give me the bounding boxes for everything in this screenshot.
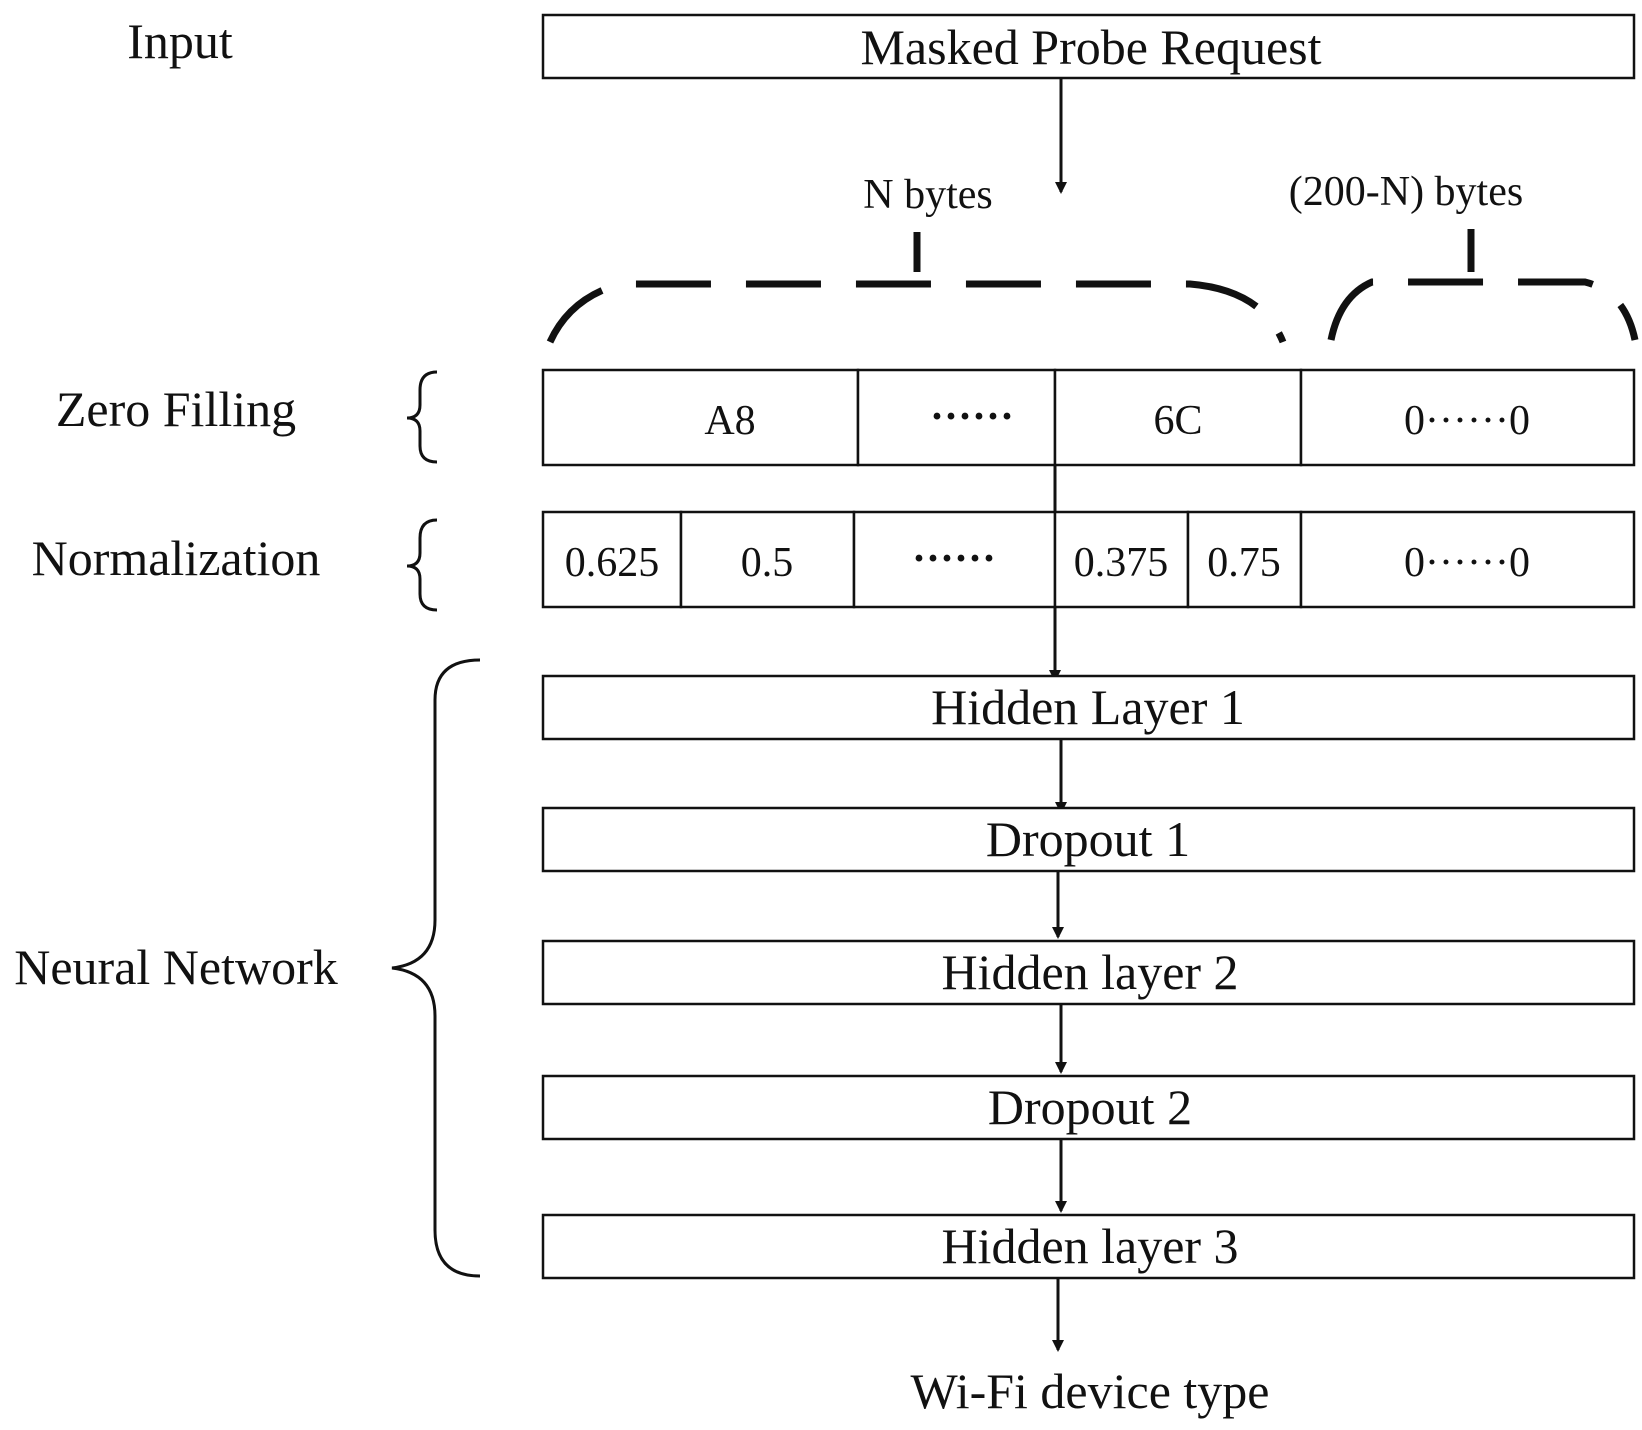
hidden-layer-1-box: [541, 674, 1636, 741]
n-bytes-label: N bytes: [863, 172, 993, 218]
zero-filling-brace: [406, 370, 438, 464]
zero-filling-cell: [856, 368, 1057, 467]
zero-filling-value: 0······0: [1404, 398, 1530, 444]
zero-filling-label: Zero Filling: [56, 381, 296, 437]
normalization-value: ······: [912, 536, 996, 582]
normalization-cell: [679, 510, 856, 609]
hidden-layer-2-box: [541, 939, 1636, 1006]
zero-filling-row: A8 ······ 6C 0······0: [541, 368, 1636, 467]
zero-filling-cell: [1299, 368, 1636, 467]
zero-filling-cell: [541, 368, 860, 467]
normalization-value: 0.75: [1207, 540, 1281, 586]
zero-filling-cell: [1053, 368, 1303, 467]
normalization-brace: [406, 518, 438, 612]
n-bytes-bracket: [546, 280, 1287, 344]
normalization-cell: [1186, 510, 1303, 609]
normalization-row: 0.625 0.5 ······ 0.375 0.75 0······0: [541, 510, 1636, 609]
normalization-cell: [1299, 510, 1636, 609]
masked-probe-request-box: [541, 13, 1636, 80]
pad-bytes-bracket: [1327, 278, 1639, 341]
output-label: Wi-Fi device type: [911, 1363, 1270, 1419]
normalization-label: Normalization: [32, 530, 321, 586]
hidden-layer-2-label: Hidden layer 2: [941, 944, 1238, 1000]
normalization-value: 0······0: [1404, 540, 1530, 586]
dropout-2-box: [541, 1074, 1636, 1141]
dropout-1-label: Dropout 1: [986, 811, 1190, 867]
pad-bytes-label: (200-N) bytes: [1289, 169, 1523, 215]
dropout-2-label: Dropout 2: [988, 1079, 1192, 1135]
hidden-layer-3-box: [541, 1213, 1636, 1280]
normalization-value: 0.375: [1074, 540, 1169, 586]
neural-network-label: Neural Network: [14, 939, 338, 995]
zero-filling-value: ······: [930, 394, 1014, 440]
hidden-layer-3-label: Hidden layer 3: [941, 1218, 1238, 1274]
normalization-value: 0.5: [741, 540, 794, 586]
zero-filling-value: A8: [704, 398, 755, 444]
hidden-layer-1-label: Hidden Layer 1: [931, 679, 1245, 735]
zero-filling-value: 6C: [1153, 398, 1202, 444]
input-label: Input: [127, 13, 233, 69]
normalization-value: 0.625: [565, 540, 660, 586]
masked-probe-request-label: Masked Probe Request: [860, 19, 1321, 75]
dropout-1-box: [541, 806, 1636, 873]
neural-network-brace: [391, 658, 481, 1278]
